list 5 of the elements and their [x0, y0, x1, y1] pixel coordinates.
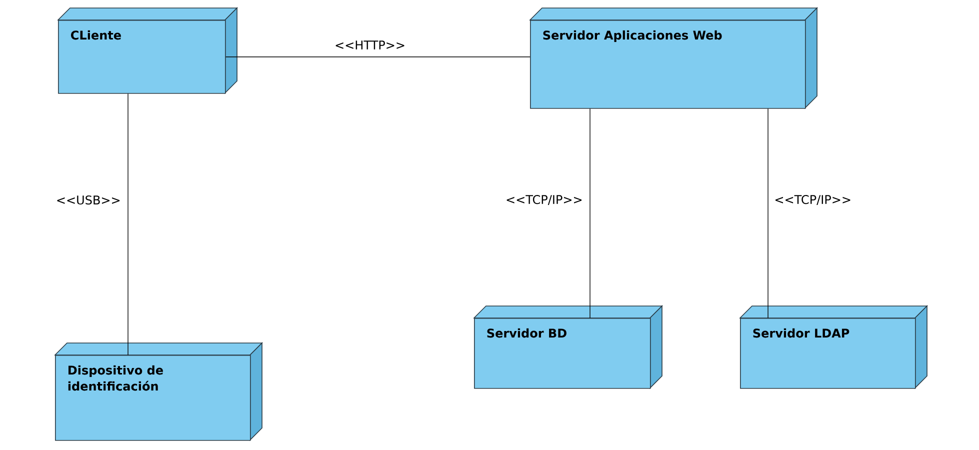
edge-label: <<TCP/IP>>	[775, 195, 850, 206]
connector-line	[225, 56, 530, 58]
edge-label: <<USB>>	[57, 195, 120, 205]
edge-label: <<HTTP>>	[336, 40, 404, 50]
edge-label: <<TCP/IP>>	[506, 195, 582, 206]
